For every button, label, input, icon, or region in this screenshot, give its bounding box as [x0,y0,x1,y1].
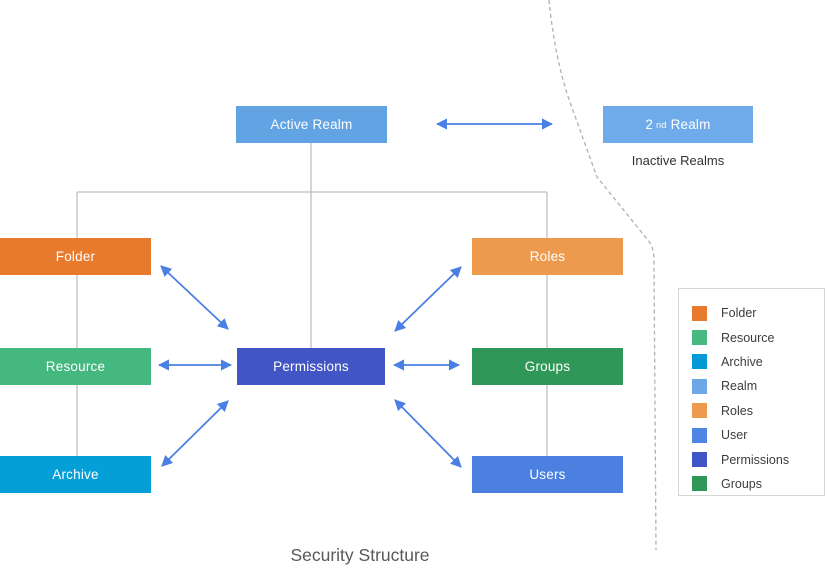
arrow-folder-permissions [160,265,229,330]
arrow-archive-permissions [161,400,229,467]
legend-item: Archive [692,350,824,374]
legend-item-label: Folder [721,306,757,321]
legend-item: Resource [692,325,824,349]
legend-item: Permissions [692,447,824,471]
legend-swatch [692,452,707,468]
legend-item-label: User [721,428,748,443]
diagram-title: Security Structure [290,545,430,565]
node-users[interactable]: Users [472,456,623,493]
realm-boundary-line [548,0,657,551]
node-groups[interactable]: Groups [472,348,623,385]
node-resource[interactable]: Resource [0,348,151,385]
legend-swatch [692,330,707,346]
node-label-base: 2 [645,117,654,132]
legend-item: Groups [692,472,824,496]
node-permissions[interactable]: Permissions [237,348,385,385]
legend-swatch [692,476,707,492]
legend-item-label: Permissions [721,452,790,467]
legend-item: Realm [692,374,824,398]
legend-item-label: Groups [721,476,762,491]
legend-swatch [692,403,707,419]
node-label-rest: Realm [670,117,711,132]
legend-swatch [692,354,707,370]
legend-item: User [692,423,824,447]
node-folder[interactable]: Folder [0,238,151,275]
node-roles[interactable]: Roles [472,238,623,275]
inactive-realms-label: Inactive Realms [631,153,725,168]
legend-swatch [692,427,707,443]
arrow-permissions-roles [394,266,462,332]
legend-item-label: Resource [721,330,775,345]
arrow-permissions-users [394,399,462,468]
node-active-realm[interactable]: Active Realm [236,106,387,143]
legend-swatch [692,305,707,321]
legend-item-label: Archive [721,354,763,369]
node-archive[interactable]: Archive [0,456,151,493]
legend-item-label: Realm [721,379,758,394]
legend-item: Roles [692,399,824,423]
legend-item: Folder [692,301,824,325]
legend-item-label: Roles [721,403,753,418]
legend-swatch [692,378,707,394]
